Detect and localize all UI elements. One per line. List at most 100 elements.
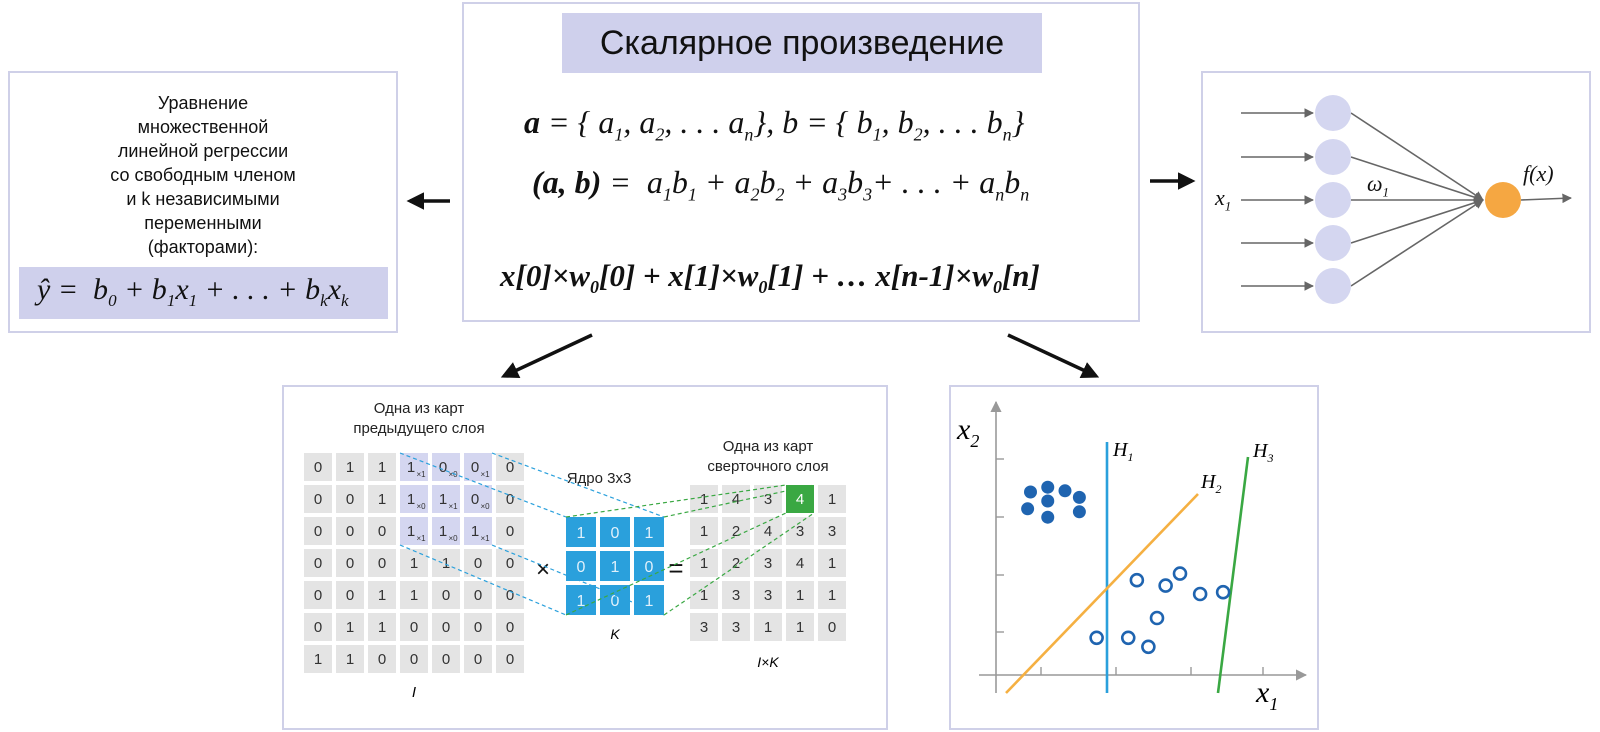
code-formula: x[0]×w0[0] + x[1]×w0[1] + … x[n-1]×w0[n] [500,258,1040,298]
regression-line: и k независимыми [126,189,280,209]
output-cell [818,485,846,513]
input-cell [432,453,460,481]
input-cell [432,517,460,545]
input-cell-value: 1 [378,491,386,508]
dot-product-panel: Скалярное произведение a = { a1, a2, . .… [462,2,1140,322]
input-cell-weight: ×1 [416,534,426,543]
input-neuron [1315,182,1351,218]
input-cell-value: 0 [346,523,354,540]
regression-panel: Уравнение множественной линейной регресс… [8,71,398,333]
output-cell-value: 1 [828,587,836,604]
output-cell-value: 3 [764,587,772,604]
input-cell [304,517,332,545]
output-cell-value: 1 [764,619,772,636]
class-b-point [1215,584,1231,600]
input-cell [464,453,492,481]
input-cell-value: 0 [506,459,514,476]
projection-line [491,544,665,616]
input-cell [336,517,364,545]
input-cell [432,645,460,673]
input-cell-value: 0 [314,587,322,604]
output-cell-value: 4 [796,491,804,508]
input-cell [496,517,524,545]
output-cell [754,613,782,641]
input-cell [304,453,332,481]
regression-line: Уравнение [157,93,249,113]
output-cell [754,581,782,609]
input-cell-value: 0 [442,587,450,604]
weight-label: ω1 [1367,171,1390,200]
kernel-cell-value: 0 [577,559,586,576]
input-cell [464,517,492,545]
input-cell [496,549,524,577]
class-b-point [1120,630,1136,646]
kernel-cell-value: 1 [645,525,654,542]
output-cell [818,613,846,641]
output-cell [722,485,750,513]
kernel-cell [600,585,630,615]
input-cell-value: 0 [442,651,450,668]
output-cell [818,517,846,545]
input-cell [368,517,396,545]
input-cell-value: 0 [506,651,514,668]
kernel-cell [566,585,596,615]
projection-line [399,544,567,616]
input-cell-value: 0 [410,651,418,668]
input-cell-value: 0 [314,491,322,508]
output-cell-value: 3 [764,491,772,508]
input-cell-value: 1 [346,619,354,636]
output-cell [786,581,814,609]
input-cell-value: 0 [474,555,482,572]
input-cell-value: 1 [314,651,322,668]
input-cell [304,613,332,641]
dot-product-title: Скалярное произведение [562,13,1042,73]
input-cell [400,549,428,577]
weight-connection [1350,198,1484,244]
kernel-cell [600,517,630,547]
output-cell-value: 2 [732,523,740,540]
projection-line [663,512,815,616]
output-cell [690,549,718,577]
output-cell [818,581,846,609]
class-a-point [1041,494,1055,508]
output-cell-value: 1 [700,587,708,604]
input-cell [336,485,364,513]
kernel-label: K [610,626,620,642]
output-cell-value: 3 [700,619,708,636]
class-b-point [1129,572,1145,588]
equals-sign: = [668,553,683,583]
arrow-down-left [500,333,593,379]
output-cell-value: 0 [828,619,836,636]
input-cell [336,645,364,673]
projection-line [663,484,815,518]
regression-equation: ŷ = b0 + b1x1 + . . . + bkxk [37,273,349,310]
output-cell [722,549,750,577]
input-cell-value: 1 [346,651,354,668]
output-cell-value: 3 [764,555,772,572]
output-cell-value: 4 [796,555,804,572]
input-cell-value: 0 [474,651,482,668]
input-cell-value: 0 [506,555,514,572]
projection-line [491,452,665,518]
input-cell-value: 1 [439,523,447,540]
regression-line: (факторами): [147,237,259,257]
weight-connection [1350,199,1484,287]
input-cell [400,485,428,513]
kernel-title: Ядро 3x3 [567,470,632,487]
input-cell [368,549,396,577]
input-neuron [1315,95,1351,131]
input-cell-value: 0 [314,523,322,540]
input-cell [400,453,428,481]
output-cell-value: 2 [732,555,740,572]
input-cell-value: 0 [314,555,322,572]
input-cell-value: 1 [442,555,450,572]
hyperplane-h3 [1216,456,1250,694]
input-cell-value: 0 [474,619,482,636]
output-cell [722,581,750,609]
kernel-cell [634,517,664,547]
input-cell [336,549,364,577]
output-map-title: сверточного слоя [707,458,828,475]
kernel-cell [566,517,596,547]
input-cell-value: 1 [439,491,447,508]
input-cell [464,581,492,609]
